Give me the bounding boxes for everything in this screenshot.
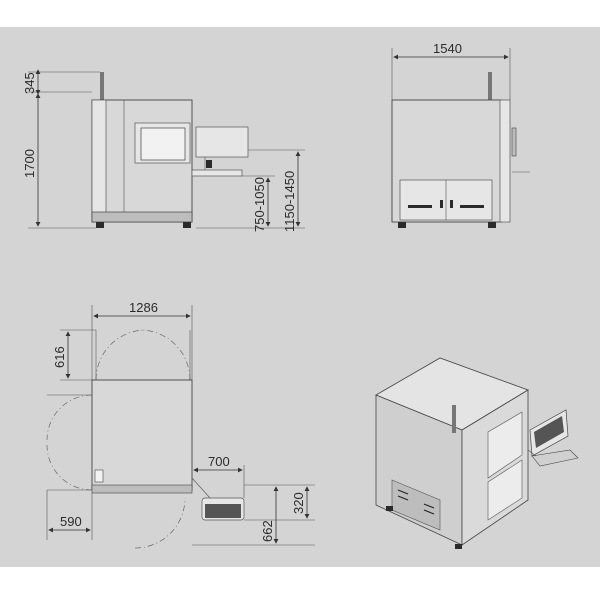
dim-side-345: 345 — [22, 72, 37, 94]
dim-top-320: 320 — [291, 492, 306, 514]
dim-front-1540: 1540 — [433, 41, 462, 56]
dim-top-590: 590 — [60, 514, 82, 529]
top-view: 1286 616 700 320 662 590 — [46, 300, 315, 549]
dim-top-662: 662 — [260, 520, 275, 542]
dim-side-1150-1450: 1150-1450 — [282, 171, 297, 232]
dim-top-700: 700 — [208, 454, 230, 469]
dim-side-1700: 1700 — [22, 149, 37, 178]
front-view: 1540 — [391, 41, 530, 228]
dim-top-1286: 1286 — [129, 300, 158, 315]
dim-side-750-1050: 750-1050 — [252, 177, 267, 232]
dim-top-616: 616 — [52, 346, 67, 368]
iso-view — [375, 357, 579, 549]
side-view: 345 1700 750-1050 1150-1450 — [22, 69, 305, 232]
